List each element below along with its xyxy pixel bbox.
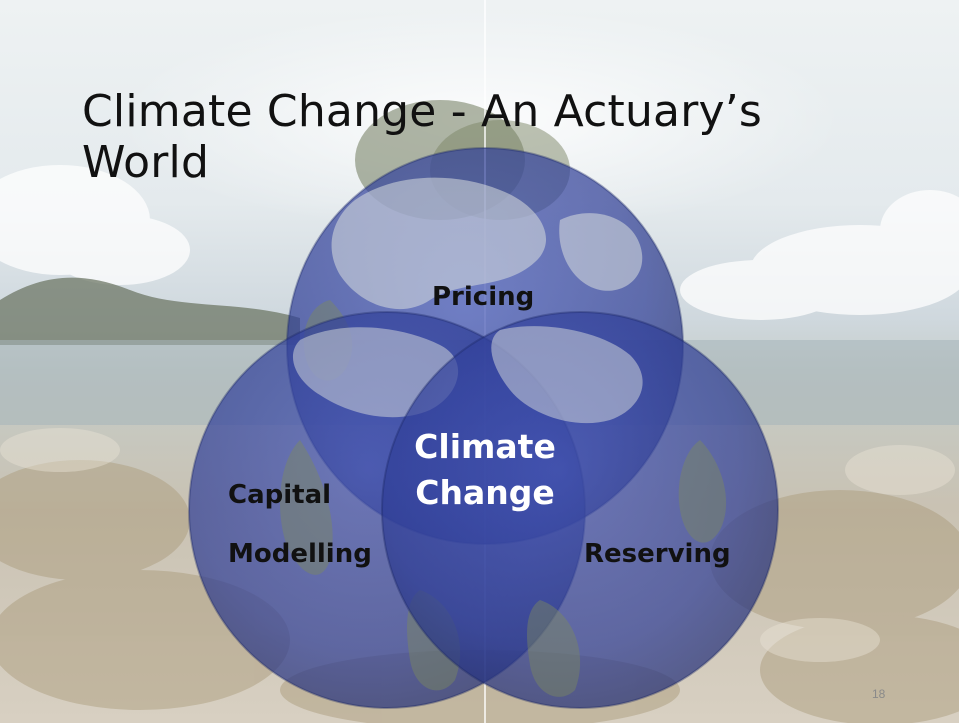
- page-number: 18: [872, 687, 886, 701]
- center-label-line1: Climate: [414, 427, 556, 466]
- center-label-line2: Change: [415, 473, 555, 512]
- circle-reserving: [381, 311, 779, 709]
- center-label: Climate Change: [395, 424, 575, 516]
- label-capital: Capital: [228, 480, 332, 510]
- label-pricing: Pricing: [432, 282, 535, 312]
- label-modelling: Modelling: [228, 539, 372, 569]
- label-reserving: Reserving: [584, 539, 731, 569]
- slide-title: Climate Change - An Actuary’s World: [82, 86, 763, 188]
